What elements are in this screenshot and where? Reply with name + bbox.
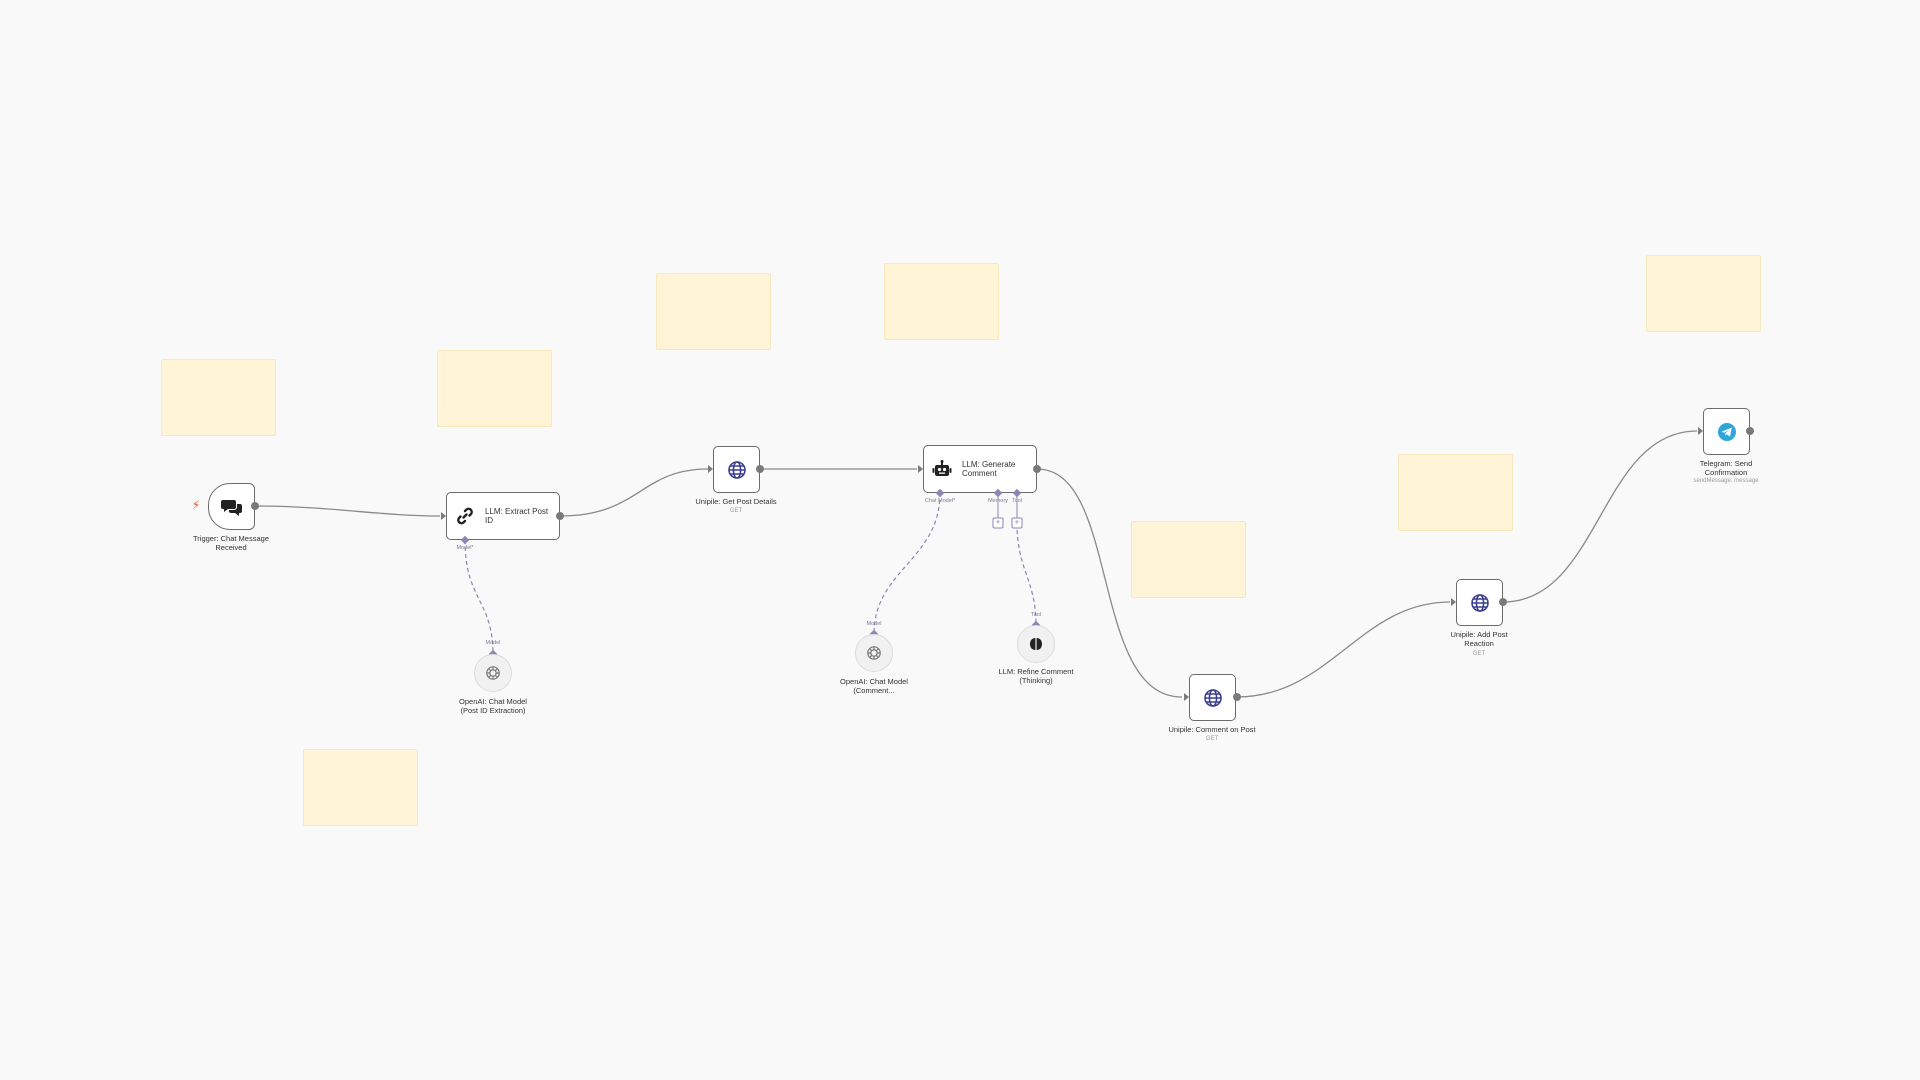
node-refine-comment[interactable] <box>1017 625 1055 663</box>
node-trigger[interactable] <box>208 483 255 530</box>
add-memory-button[interactable]: + <box>992 517 1004 529</box>
node-add-post-reaction[interactable] <box>1456 579 1503 626</box>
node-extract-post-id[interactable]: LLM: Extract Post ID <box>446 492 560 540</box>
node-comment-method: GET <box>1205 736 1219 742</box>
sticky-note[interactable] <box>1646 255 1761 332</box>
add-tool-button[interactable]: + <box>1011 517 1023 529</box>
port-label-model: Model <box>866 621 882 627</box>
port-label-tool: Tool <box>1030 612 1042 618</box>
node-telegram-title: Telegram: Send Confirmation <box>1699 459 1753 477</box>
sticky-note[interactable] <box>884 263 999 340</box>
port-label-chat-model: Chat Model* <box>924 498 956 504</box>
node-get-post-title: Unipile: Get Post Details <box>695 497 777 506</box>
node-openai-extract[interactable] <box>474 654 512 692</box>
sticky-note[interactable] <box>1398 454 1513 531</box>
output-port[interactable] <box>1499 598 1507 606</box>
input-port[interactable] <box>1451 598 1456 606</box>
output-port[interactable] <box>1033 465 1041 473</box>
globe-icon <box>1203 688 1223 708</box>
telegram-icon <box>1717 422 1737 442</box>
port-label-memory: Memory <box>988 498 1008 504</box>
node-openai-extract-title: OpenAI: Chat Model (Post ID Extraction) <box>459 697 527 715</box>
input-port[interactable] <box>1698 427 1703 435</box>
sticky-note[interactable] <box>161 359 276 436</box>
input-port[interactable] <box>1184 693 1189 701</box>
connection-comment-reaction <box>1236 601 1451 698</box>
sub-connection-generate-model <box>873 492 941 635</box>
link-icon <box>455 506 475 526</box>
node-generate-title: LLM: Generate Comment <box>962 459 1016 479</box>
robot-icon <box>932 460 952 478</box>
input-port[interactable] <box>441 512 446 520</box>
input-port[interactable] <box>918 465 923 473</box>
node-openai-comment-title: OpenAI: Chat Model (Comment... <box>840 677 908 695</box>
globe-icon <box>727 460 747 480</box>
node-reaction-title: Unipile: Add Post Reaction <box>1450 630 1508 648</box>
port-label-model: Model* <box>456 545 474 551</box>
output-port[interactable] <box>1746 427 1754 435</box>
output-port[interactable] <box>556 512 564 520</box>
connection-reaction-telegram <box>1502 430 1698 603</box>
node-telegram-operation: sendMessage: message <box>1693 478 1759 484</box>
node-reaction-method: GET <box>1472 651 1486 657</box>
node-get-post-details[interactable] <box>713 446 760 493</box>
output-port[interactable] <box>251 502 259 510</box>
node-openai-comment[interactable] <box>855 634 893 672</box>
output-port[interactable] <box>1233 693 1241 701</box>
node-telegram-send[interactable] <box>1703 408 1750 455</box>
chat-bubbles-icon <box>220 497 243 517</box>
port-label-model: Model <box>485 640 501 646</box>
sticky-note[interactable] <box>1131 521 1246 598</box>
sticky-note[interactable] <box>437 350 552 427</box>
sub-connection-generate-tool <box>1016 522 1037 626</box>
node-extract-title: LLM: Extract Post ID <box>485 506 549 526</box>
node-comment-on-post[interactable] <box>1189 674 1236 721</box>
node-trigger-title: Trigger: Chat Message Received <box>192 534 269 552</box>
sticky-note[interactable] <box>656 273 771 350</box>
brain-icon <box>1028 636 1044 652</box>
node-refine-title: LLM: Refine Comment (Thinking) <box>998 667 1074 685</box>
connection-generate-comment <box>1036 468 1183 698</box>
port-label-tool: Tool <box>1011 498 1023 504</box>
node-get-post-method: GET <box>729 508 743 514</box>
openai-icon <box>485 665 501 681</box>
globe-icon <box>1470 593 1490 613</box>
sticky-note[interactable] <box>303 749 418 826</box>
connection-trigger-extract <box>254 505 441 517</box>
output-port[interactable] <box>756 465 764 473</box>
input-port[interactable] <box>708 465 713 473</box>
sub-connection-extract-model <box>464 539 494 655</box>
connection-extract-getpost <box>559 468 709 517</box>
node-generate-comment[interactable]: LLM: Generate Comment <box>923 445 1037 493</box>
node-comment-title: Unipile: Comment on Post <box>1168 725 1256 734</box>
openai-icon <box>866 645 882 661</box>
trigger-bolt-icon: ⚡ <box>191 498 201 512</box>
